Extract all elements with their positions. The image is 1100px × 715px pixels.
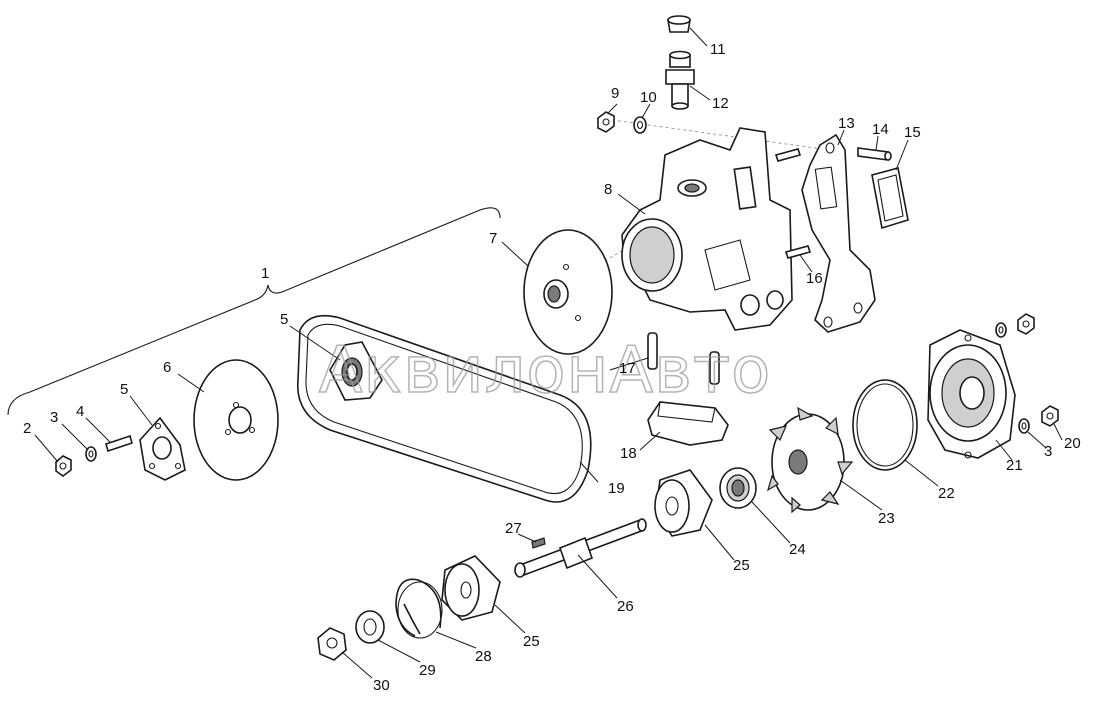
part-3-washer-left (85, 446, 97, 462)
callout-25-upper: 25 (733, 557, 750, 574)
watermark: АквилонАвто (319, 334, 772, 408)
callout-6: 6 (163, 359, 171, 376)
callout-25-lower: 25 (523, 633, 540, 650)
part-9-nut (597, 111, 615, 133)
part-10-washer (633, 116, 647, 134)
callout-22: 22 (938, 485, 955, 502)
part-14-stud (857, 147, 892, 161)
leader-lines (34, 27, 1063, 679)
callout-27: 27 (505, 520, 522, 537)
part-24-seal (719, 467, 757, 509)
part-5-flange-upper (329, 341, 383, 401)
part-11-cap (667, 15, 691, 33)
part-16-pin (774, 148, 812, 259)
callout-28: 28 (475, 648, 492, 665)
part-7-pulley (523, 229, 613, 355)
callout-2: 2 (23, 420, 31, 437)
callout-8: 8 (604, 181, 612, 198)
part-5-flange-lower (139, 416, 186, 481)
part-4-stud (105, 434, 133, 453)
callout-5-lower: 5 (120, 381, 128, 398)
callout-4: 4 (76, 403, 84, 420)
part-15-gasket (871, 167, 909, 230)
part-28-circlip (395, 578, 443, 639)
callout-3-right: 3 (1044, 443, 1052, 460)
callout-24: 24 (789, 541, 806, 558)
part-27-key (531, 537, 546, 549)
assembly-bracket (7, 207, 501, 416)
part-22-o-ring (852, 379, 918, 471)
part-30-nut (317, 627, 347, 661)
part-8-pump-housing (621, 127, 793, 331)
callout-7: 7 (489, 230, 497, 247)
callout-16: 16 (806, 270, 823, 287)
callout-5-upper: 5 (280, 311, 288, 328)
callout-23: 23 (878, 510, 895, 527)
part-6-pulley (193, 359, 279, 481)
part-20-nut (1017, 313, 1059, 427)
part-3-washer-right (995, 322, 1030, 434)
part-29-washer (355, 610, 385, 644)
part-12-fitting (665, 50, 695, 110)
callout-21: 21 (1006, 457, 1023, 474)
callout-13: 13 (838, 115, 855, 132)
part-13-gasket (801, 133, 876, 333)
part-26-shaft (514, 518, 647, 578)
callout-15: 15 (904, 124, 921, 141)
callout-29: 29 (419, 662, 436, 679)
callout-14: 14 (872, 121, 889, 138)
callout-18: 18 (620, 445, 637, 462)
part-25-bearing-upper (654, 469, 713, 537)
callout-17: 17 (619, 360, 636, 377)
callout-19: 19 (608, 480, 625, 497)
callout-26: 26 (617, 598, 634, 615)
callout-20: 20 (1064, 435, 1081, 452)
callout-10: 10 (640, 89, 657, 106)
callout-3-left: 3 (50, 409, 58, 426)
callout-labels: 1 2 3 3 4 5 5 6 7 8 9 10 11 12 13 14 15 … (23, 41, 1081, 694)
part-23-impeller (767, 406, 854, 514)
part-17-pins (647, 332, 720, 385)
callout-12: 12 (712, 95, 729, 112)
part-18-cover (647, 401, 729, 446)
part-25-bearing-lower (441, 555, 501, 621)
part-2-nut (55, 455, 72, 477)
callout-11: 11 (710, 41, 726, 58)
callout-1: 1 (261, 265, 269, 282)
part-21-bearing-housing (927, 329, 1016, 459)
callout-9: 9 (611, 85, 619, 102)
callout-30: 30 (373, 677, 390, 694)
